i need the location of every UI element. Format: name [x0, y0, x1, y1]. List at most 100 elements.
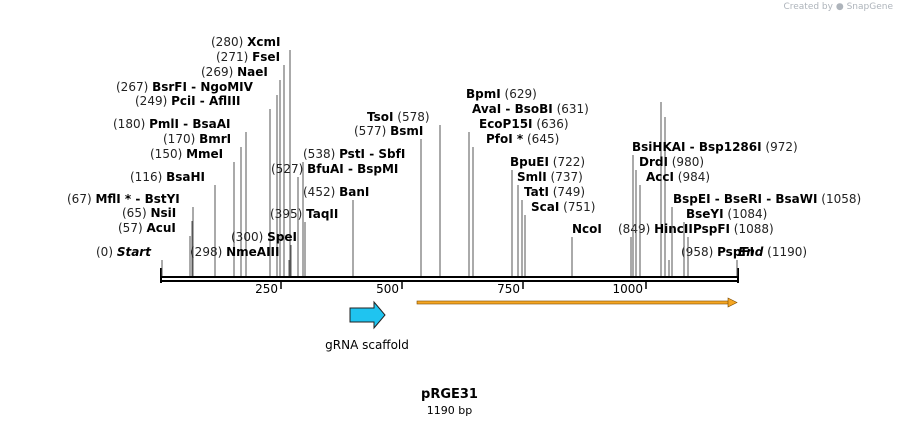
ruler-tick-label: 1000: [612, 282, 643, 296]
restriction-site: End (1190): [736, 245, 807, 276]
plasmid-length: 1190 bp: [426, 404, 473, 417]
enzyme-name: -: [196, 94, 209, 108]
restriction-site: BpmI (629): [466, 87, 662, 276]
site-label: PspFI (1088): [693, 222, 774, 236]
restriction-site: (269) NaeI: [201, 65, 281, 276]
feature-label: gRNA scaffold: [325, 338, 409, 352]
enzyme-name: BfuAI: [307, 162, 344, 176]
site-position: (1058): [817, 192, 861, 206]
enzyme-name: AcuI: [146, 221, 175, 235]
enzyme-name: NmeAIII: [226, 245, 279, 259]
site-label: (249) PciI - AflIII: [135, 94, 241, 108]
enzyme-name: DrdI: [639, 155, 668, 169]
enzyme-name: PfoI *: [486, 132, 524, 146]
enzyme-name: HincII: [654, 222, 693, 236]
restriction-site: (527) BfuAI - BspMI: [271, 162, 398, 276]
site-label: BseYI (1084): [686, 207, 767, 221]
enzyme-name: TatI: [524, 185, 549, 199]
restriction-site: (958) PspFI: [668, 245, 754, 276]
restriction-site: BseYI (1084): [683, 207, 767, 276]
enzyme-name: ScaI: [531, 200, 559, 214]
site-label: (57) AcuI: [118, 221, 176, 235]
enzyme-name: TsoI: [367, 110, 393, 124]
site-position: (249): [135, 94, 171, 108]
restriction-site: (395) TaqII: [270, 207, 338, 276]
site-position: (636): [533, 117, 569, 131]
feature-arrow-head: [727, 297, 738, 308]
enzyme-name: NsiI: [150, 206, 176, 220]
restriction-site: (67) MflI * - BstYI: [67, 192, 194, 276]
site-position: (578): [393, 110, 429, 124]
site-label: (527) BfuAI - BspMI: [271, 162, 398, 176]
site-label: (395) TaqII: [270, 207, 338, 221]
enzyme-name: BmrI: [199, 132, 231, 146]
restriction-site: (180) PmlI - BsaAI: [113, 117, 247, 276]
site-label: BspEI - BseRI - BsaWI (1058): [673, 192, 861, 206]
restriction-site: (452) BanI: [303, 185, 369, 276]
site-label: TatI (749): [524, 185, 585, 199]
restriction-site: (538) PstI - SbfI: [302, 147, 405, 276]
enzyme-name: -: [686, 140, 699, 154]
enzyme-name: TaqII: [306, 207, 338, 221]
site-label: SmlI (737): [517, 170, 583, 184]
site-position: (577): [354, 124, 390, 138]
site-label: (538) PstI - SbfI: [303, 147, 405, 161]
restriction-site: (267) BsrFI - NgoMIV: [116, 80, 278, 276]
site-position: (722): [549, 155, 585, 169]
enzyme-name: AflIII: [209, 94, 241, 108]
restriction-site: BpuEI (722): [510, 155, 585, 276]
enzyme-name: End: [738, 245, 764, 259]
enzyme-name: AccI: [646, 170, 674, 184]
restriction-site: BsiHKAI - Bsp1286I (972): [632, 140, 798, 276]
enzyme-name: BsaHI: [166, 170, 205, 184]
site-position: (57): [118, 221, 146, 235]
site-label: ScaI (751): [531, 200, 595, 214]
site-position: (631): [553, 102, 589, 116]
enzyme-name: AvaI: [472, 102, 501, 116]
enzyme-name: NaeI: [237, 65, 268, 79]
site-position: (267): [116, 80, 152, 94]
site-label: (280) XcmI: [211, 35, 280, 49]
site-label: (849) HincII: [618, 222, 693, 236]
site-label: (67) MflI * - BstYI: [67, 192, 180, 206]
site-position: (170): [163, 132, 199, 146]
enzyme-name: BseRI: [724, 192, 762, 206]
site-label: (577) BsmI: [354, 124, 423, 138]
enzyme-name: Bsp1286I: [699, 140, 762, 154]
enzyme-name: -: [365, 147, 378, 161]
site-label: (267) BsrFI - NgoMIV: [116, 80, 254, 94]
site-label: BsiHKAI - Bsp1286I (972): [632, 140, 798, 154]
site-position: (749): [549, 185, 585, 199]
site-position: (1088): [730, 222, 774, 236]
enzyme-name: SbfI: [378, 147, 405, 161]
site-position: (300): [231, 230, 267, 244]
enzyme-name: BspEI: [673, 192, 711, 206]
restriction-site: (170) BmrI: [163, 132, 242, 276]
restriction-site: (298) NmeAIII: [190, 245, 290, 276]
restriction-site: AccI (984): [639, 170, 710, 276]
enzyme-name: NgoMIV: [200, 80, 253, 94]
site-position: (298): [190, 245, 226, 259]
restriction-site: (150) MmeI: [150, 147, 235, 276]
enzyme-name: BseYI: [686, 207, 724, 221]
site-label: BpuEI (722): [510, 155, 585, 169]
restriction-site: PfoI * (645): [472, 132, 559, 276]
restriction-site: (65) NsiI: [122, 206, 193, 276]
site-position: (65): [122, 206, 150, 220]
site-label: BpmI (629): [466, 87, 537, 101]
enzyme-name: MflI *: [95, 192, 131, 206]
enzyme-name: BspMI: [357, 162, 398, 176]
site-label: (300) SpeI: [231, 230, 297, 244]
site-position: (629): [501, 87, 537, 101]
restriction-site: (57) AcuI: [118, 221, 191, 276]
feature-grna-scaffold: gRNA scaffold: [325, 300, 409, 352]
restriction-site: (249) PciI - AflIII: [135, 94, 271, 276]
enzyme-name: -: [131, 192, 144, 206]
enzyme-name: BpmI: [466, 87, 501, 101]
site-position: (280): [211, 35, 247, 49]
site-label: End (1190): [738, 245, 807, 259]
site-position: (980): [668, 155, 704, 169]
enzyme-name: -: [187, 80, 200, 94]
site-label: (180) PmlI - BsaAI: [113, 117, 230, 131]
ruler-tick-label: 750: [497, 282, 520, 296]
